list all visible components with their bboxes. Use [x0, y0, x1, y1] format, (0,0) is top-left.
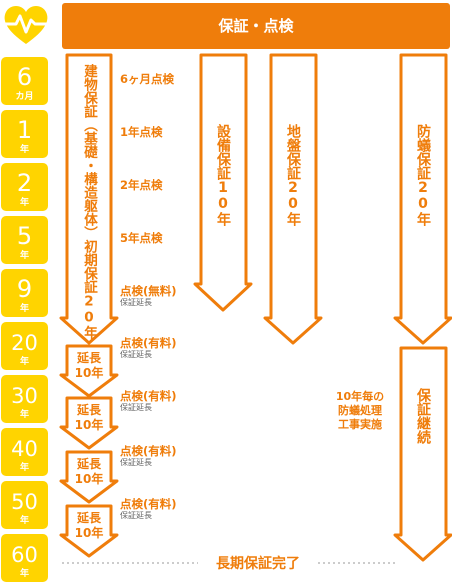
inspection-label: 2年点検	[120, 178, 163, 192]
timeline-number: 1	[17, 116, 32, 144]
timeline-unit: カ月	[15, 91, 33, 102]
timeline-badge: 20年	[1, 322, 48, 370]
timeline-badge: 50年	[1, 481, 48, 529]
inspection-sub: 保証延長	[120, 298, 152, 307]
timeline-unit: 年	[20, 355, 29, 367]
extension-label-line: 10年	[74, 526, 104, 540]
timeline-badge: 2年	[1, 163, 48, 211]
inspection-label: 点検(有料)保証延長	[120, 336, 177, 360]
termite-note-line: 防蟻処理	[338, 404, 382, 417]
timeline-number: 50	[11, 490, 38, 514]
timeline-number: 20	[11, 331, 38, 355]
timeline-number: 60	[11, 543, 38, 567]
timeline-number: 40	[11, 437, 38, 461]
timeline-number: 2	[17, 169, 32, 197]
timeline-unit: 年	[20, 196, 29, 208]
timeline-badge-bg	[1, 163, 48, 211]
inspection-main: 点検(有料)	[120, 497, 177, 511]
footer-label: 長期保証完了	[216, 555, 300, 572]
warranty-continue-arrow	[393, 346, 452, 562]
timeline-badge-bg	[1, 481, 48, 529]
timeline-unit: 年	[20, 302, 29, 314]
timeline-badge-bg	[1, 269, 48, 317]
inspection-main: 1年点検	[120, 125, 163, 139]
inspection-label: 点検(有料)保証延長	[120, 444, 177, 468]
timeline-badge: 1年	[1, 110, 48, 158]
inspection-sub: 保証延長	[120, 350, 152, 359]
inspection-label: 6ヶ月点検	[120, 72, 174, 86]
termite-note-line: 10年毎の	[335, 390, 385, 403]
timeline-badge: 6カ月	[1, 57, 48, 105]
building-warranty-label: 建物保証（基礎・構造躯体）初期保証20年	[81, 64, 97, 339]
timeline-badge: 9年	[1, 269, 48, 317]
timeline-unit: 年	[20, 514, 29, 526]
inspection-main: 2年点検	[120, 178, 163, 192]
extension-label-line: 延長	[76, 457, 101, 471]
timeline-number: 9	[17, 275, 32, 303]
inspection-label: 点検(有料)保証延長	[120, 497, 177, 521]
equipment-warranty-arrow	[193, 53, 253, 312]
timeline-badge-bg	[1, 534, 48, 582]
timeline-unit: 年	[20, 249, 29, 261]
header-title: 保証・点検	[217, 17, 294, 35]
inspection-sub: 保証延長	[120, 458, 152, 467]
timeline-badge-bg	[1, 57, 48, 105]
timeline-badge-bg	[1, 375, 48, 423]
timeline-badge: 5年	[1, 216, 48, 264]
inspection-main: 点検(有料)	[120, 444, 177, 458]
extension-label-line: 10年	[74, 472, 104, 486]
equipment-warranty-label: 設備保証10年	[215, 124, 231, 226]
timeline-badge: 30年	[1, 375, 48, 423]
timeline-badge: 40年	[1, 428, 48, 476]
inspection-main: 5年点検	[120, 231, 163, 245]
inspection-main: 点検(有料)	[120, 389, 177, 403]
timeline-badge: 60年	[1, 534, 48, 582]
header-bar	[62, 3, 450, 49]
timeline-unit: 年	[20, 143, 29, 155]
timeline-unit: 年	[20, 461, 29, 473]
inspection-sub: 保証延長	[120, 403, 152, 412]
timeline-badge-bg	[1, 216, 48, 264]
extension-label-line: 10年	[74, 418, 104, 432]
inspection-sub: 保証延長	[120, 511, 152, 520]
inspection-main: 6ヶ月点検	[120, 72, 175, 86]
timeline-unit: 年	[20, 567, 29, 579]
extension-label-line: 10年	[74, 366, 104, 380]
extension-label-line: 延長	[76, 403, 101, 417]
timeline-badge-bg	[1, 322, 48, 370]
timeline-number: 6	[17, 63, 32, 91]
extension-arrow	[59, 396, 119, 450]
inspection-label: 5年点検	[120, 231, 163, 245]
inspection-main: 点検(有料)	[120, 336, 177, 350]
extension-label-line: 延長	[76, 511, 101, 525]
timeline-number: 30	[11, 384, 38, 408]
extension-arrow	[59, 504, 119, 558]
termite-note-line: 工事実施	[338, 418, 382, 431]
termite-warranty-label: 防蟻保証20年	[415, 124, 431, 226]
heart-pulse-icon	[2, 6, 50, 44]
inspection-label: 点検(無料)保証延長	[120, 284, 177, 308]
timeline-badge-bg	[1, 428, 48, 476]
inspection-label: 1年点検	[120, 125, 163, 139]
building-warranty-arrow	[59, 53, 119, 345]
warranty-continue-label: 保証継続	[415, 388, 431, 444]
inspection-main: 点検(無料)	[120, 284, 177, 298]
extension-label-line: 延長	[76, 351, 101, 365]
termite-note: 10年毎の防蟻処理工事実施	[326, 390, 394, 432]
ground-warranty-arrow	[263, 53, 323, 345]
extension-arrow	[59, 344, 119, 398]
ground-warranty-label: 地盤保証20年	[285, 124, 301, 226]
timeline-badge-bg	[1, 110, 48, 158]
timeline-number: 5	[17, 222, 32, 250]
inspection-label: 点検(有料)保証延長	[120, 389, 177, 413]
termite-warranty-arrow	[393, 53, 452, 345]
extension-arrow	[59, 450, 119, 504]
timeline-unit: 年	[20, 408, 29, 420]
